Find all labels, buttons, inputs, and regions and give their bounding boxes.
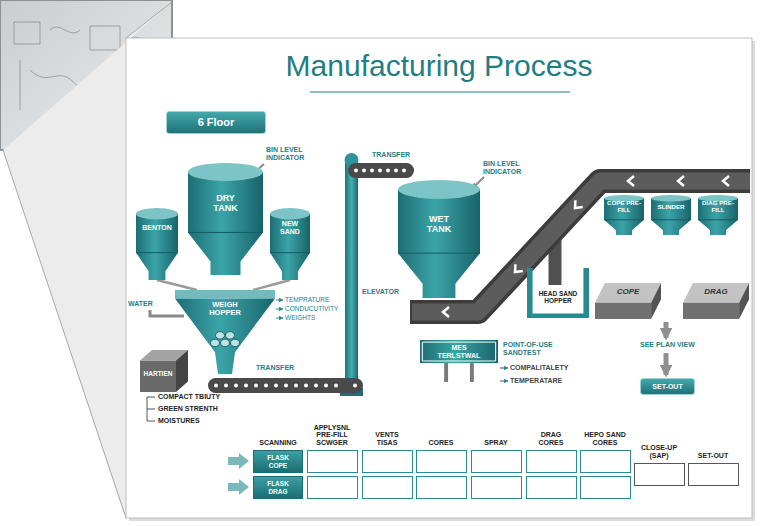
node-label: FLASK DRAG [264, 480, 293, 495]
annotation-label: WATER [128, 300, 153, 308]
node-label: SET-OUT [652, 383, 682, 391]
tank-shape [270, 208, 310, 280]
elevator [340, 153, 363, 396]
diagram-title: Manufacturing Process [126, 49, 752, 82]
annotation-label: CONDUCUTIVITY [285, 305, 338, 312]
annotation-label: TRANSFER [256, 364, 294, 372]
node-text-area: FLASK DRAG [264, 477, 293, 498]
annotation-label: COMPACT TBIUTY [158, 393, 220, 401]
cope-mold-block: COPE [595, 283, 661, 319]
annotation-label: HEPO SAND CORES [581, 431, 629, 447]
annotation-label: BIN LEVEL INDICATOR [266, 146, 318, 162]
node-text-area: DRY TANK [207, 193, 245, 213]
node-text-area: BENTON [138, 224, 177, 232]
annotation-label: CORES [416, 439, 466, 447]
annotation-label: SET-OUT [688, 452, 738, 460]
slinger-hopper: SLINDER [651, 195, 691, 235]
node-label: FLASK COPE [264, 454, 293, 469]
node-label: HARTIEN [140, 370, 176, 377]
weigh-hopper: WEIGH HOPPER [175, 290, 275, 374]
node-text-area: SET-OUT [641, 379, 694, 394]
annotation-label: COMPALITALETY [510, 364, 568, 372]
floor-badge: 6 Floor [166, 111, 266, 134]
node-label: WEIGH HOPPER [199, 301, 251, 318]
mes-terminal-sign: MES TERLSTWAL [420, 340, 498, 382]
annotation-label: APPLYSNL PRE-FILL SCWGER [310, 424, 354, 447]
annotation-label: SCANNING [253, 439, 303, 447]
annotation-label: DRAG CORES [535, 431, 567, 447]
feed-line [253, 280, 290, 290]
new-sand-hopper: NEW SAND [270, 208, 310, 280]
node-label: HEAD SAND HOPPER [534, 290, 581, 305]
node-text-area: HEAD SAND HOPPER [534, 290, 581, 305]
annotation-label: SEE PLAN VIEW [640, 341, 695, 349]
annotation-label: WEIGHTS [285, 314, 315, 321]
annotation-label: SPRAY [471, 439, 521, 447]
node-text-area: 6 Floor [167, 112, 265, 133]
node-label: SLINDER [653, 204, 690, 211]
node-text-area: FLASK COPE [264, 451, 293, 472]
sand-tester-cube: HARTIEN [140, 350, 188, 392]
node-text-area: SLINDER [653, 204, 690, 211]
leader-lines [147, 164, 666, 421]
slide-panel [126, 38, 755, 521]
annotation-label: CLOSE-UP (SAP) [636, 444, 682, 460]
node-text-area: DIAG PRE-FILL [700, 200, 737, 214]
annotation-label: ELEVATOR [362, 288, 399, 296]
node-label: COPE [602, 288, 655, 297]
node-text-area: WEIGH HOPPER [199, 301, 251, 318]
node-label: DRAG [690, 288, 743, 297]
flask-cell: FLASK COPE [253, 450, 303, 473]
process-table-cells [308, 451, 739, 499]
annotation-label: POINT-OF-USE SANDTEST [503, 341, 565, 357]
node-label: NEW SAND [272, 220, 309, 236]
node-label: MES TERLSTWAL [432, 344, 487, 360]
transfer-conveyor-bottom [208, 378, 363, 393]
head-sand-hopper: HEAD SAND HOPPER [527, 268, 589, 318]
annotation-label: GREEN STRENTH [158, 405, 218, 413]
annotation-label: TEMPERATARE [510, 377, 562, 385]
node-label: WET TANK [419, 214, 460, 234]
node-label: COPE PRE-FILL [606, 200, 643, 214]
tank-shape [136, 208, 178, 280]
transfer-conveyor-top [348, 163, 414, 178]
node-label: BENTON [138, 224, 177, 232]
tank-shape [188, 163, 263, 275]
node-text-area: NEW SAND [272, 220, 309, 236]
node-text-area: WET TANK [419, 214, 460, 234]
node-text-area: MES TERLSTWAL [432, 344, 487, 360]
tank-shape [398, 180, 480, 298]
node-label: 6 Floor [198, 116, 235, 128]
annotation-label: MOISTURES [158, 417, 200, 425]
node-text-area: COPE [602, 288, 655, 297]
set-out-box: SET-OUT [640, 378, 695, 395]
flask-cell: FLASK DRAG [253, 476, 303, 499]
node-text-area: COPE PRE-FILL [606, 200, 643, 214]
prefill-hopper: COPE PRE-FILL [604, 195, 644, 235]
node-text-area: HARTIEN [140, 370, 176, 377]
dry-tank: DRY TANK [188, 163, 263, 275]
annotation-label: TRANSFER [372, 151, 410, 159]
node-text-area: DRAG [690, 288, 743, 297]
node-label: DRY TANK [207, 193, 245, 213]
drag-mold-block: DRAG [683, 283, 749, 319]
node-label: DIAG PRE-FILL [700, 200, 737, 214]
flask-arrows [228, 453, 249, 495]
wet-tank: WET TANK [398, 180, 480, 298]
tank-shape [651, 195, 691, 235]
annotation-label: TEMPRATURE [285, 296, 329, 303]
additive-hopper: BENTON [136, 208, 178, 280]
annotation-label: BIN LEVEL INDICATOR [483, 160, 535, 176]
feed-line [157, 280, 197, 290]
annotation-label: VENTS TISAS [371, 431, 403, 447]
prefill-hopper: DIAG PRE-FILL [698, 195, 738, 235]
